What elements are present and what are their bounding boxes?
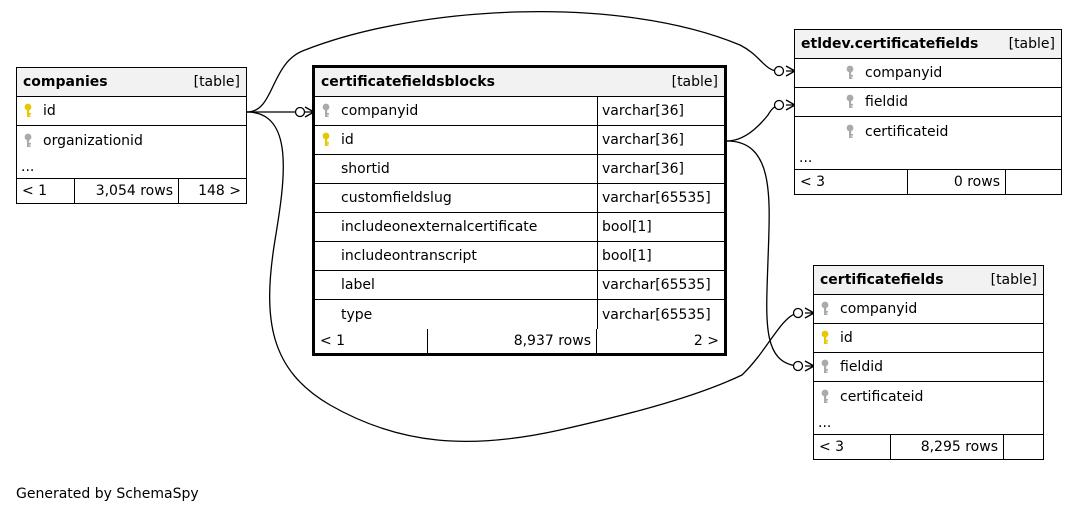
parent-count[interactable]: < 3 [795, 170, 908, 194]
row-count: 8,937 rows [428, 329, 597, 353]
column-name: shortid [341, 161, 390, 177]
column-name: certificateid [865, 123, 949, 140]
child-count[interactable]: 148 > [198, 183, 241, 199]
column-name: id [840, 330, 853, 346]
column-name: includeontranscript [341, 248, 477, 264]
foreign-key-icon [845, 94, 861, 110]
column-name: customfieldslug [341, 190, 452, 206]
column-type: varchar[36] [602, 132, 684, 148]
rel-companies-etldev [246, 11, 779, 113]
column-name: id [43, 103, 56, 119]
table-footer: < 3 8,295 rows [814, 435, 1043, 459]
column-row[interactable]: companyid [814, 295, 1043, 324]
table-header: certificatefieldsblocks [table] [315, 68, 724, 97]
column-name: type [341, 306, 373, 323]
column-row[interactable]: id varchar[36] [315, 126, 724, 155]
column-row[interactable]: certificateid [795, 117, 1061, 146]
primary-key-icon [820, 330, 836, 346]
parent-count[interactable]: < 1 [315, 329, 428, 353]
table-footer: < 1 8,937 rows 2 > [315, 329, 724, 353]
column-type: varchar[65535] [602, 190, 711, 206]
column-row[interactable]: companyid varchar[36] [315, 97, 724, 126]
column-row[interactable]: type varchar[65535] [315, 300, 724, 329]
foreign-key-icon [845, 65, 861, 81]
child-count[interactable] [1006, 170, 1061, 194]
table-type-label: [table] [1008, 36, 1055, 52]
table-header: etldev.certificatefields [table] [795, 30, 1061, 59]
row-count: 8,295 rows [891, 435, 1004, 459]
primary-key-icon [23, 103, 39, 119]
table-type-label: [table] [193, 74, 240, 90]
column-row[interactable]: shortid varchar[36] [315, 155, 724, 184]
column-name: fieldid [865, 94, 908, 110]
child-count[interactable] [1004, 435, 1043, 459]
foreign-key-icon [845, 124, 861, 140]
column-row[interactable]: label varchar[65535] [315, 271, 724, 300]
column-name: label [341, 277, 375, 293]
column-row[interactable]: id [814, 324, 1043, 353]
foreign-key-icon [820, 389, 836, 405]
more-columns-ellipsis: ... [17, 155, 246, 179]
column-type: varchar[36] [602, 161, 684, 177]
rel-companies-cf [246, 111, 798, 443]
column-row[interactable]: includeonexternalcertificate bool[1] [315, 213, 724, 242]
column-name: companyid [341, 103, 419, 119]
foreign-key-icon [321, 103, 337, 119]
rel-cfb-cf [726, 140, 798, 367]
parent-count[interactable]: < 3 [814, 435, 891, 459]
column-row[interactable]: includeontranscript bool[1] [315, 242, 724, 271]
column-row[interactable]: certificateid [814, 382, 1043, 411]
row-count: 3,054 rows [75, 179, 179, 203]
foreign-key-icon [820, 359, 836, 375]
column-row[interactable]: fieldid [795, 88, 1061, 117]
table-header: certificatefields [table] [814, 266, 1043, 295]
column-type: varchar[36] [602, 103, 684, 119]
column-row[interactable]: organizationid [17, 126, 246, 155]
column-name: includeonexternalcertificate [341, 219, 538, 235]
column-type: varchar[65535] [602, 277, 711, 293]
table-header: companies [table] [17, 68, 246, 97]
column-name: certificateid [840, 388, 924, 405]
column-type: varchar[65535] [602, 306, 711, 323]
table-certificatefieldsblocks[interactable]: certificatefieldsblocks [table] companyi… [312, 65, 727, 356]
column-row[interactable]: fieldid [814, 353, 1043, 382]
column-name: companyid [865, 65, 943, 81]
table-companies[interactable]: companies [table] id organizationid ... <… [16, 67, 247, 204]
generated-by-credit: Generated by SchemaSpy [16, 486, 199, 502]
row-count: 0 rows [908, 170, 1006, 194]
foreign-key-icon [23, 133, 39, 149]
table-footer: < 3 0 rows [795, 170, 1061, 194]
column-row[interactable]: companyid [795, 59, 1061, 88]
table-certificatefields[interactable]: certificatefields [table] companyid id fie… [813, 265, 1044, 460]
child-count[interactable]: 2 > [693, 333, 719, 349]
more-columns-ellipsis: ... [795, 146, 1061, 170]
foreign-key-icon [820, 301, 836, 317]
rel-cfb-etldev [726, 105, 779, 142]
column-row[interactable]: customfieldslug varchar[65535] [315, 184, 724, 213]
column-name: companyid [840, 301, 918, 317]
table-type-label: [table] [990, 272, 1037, 288]
column-row[interactable]: id [17, 97, 246, 126]
column-type: bool[1] [602, 219, 652, 235]
column-type: bool[1] [602, 248, 652, 264]
table-footer: < 1 3,054 rows 148 > [17, 179, 246, 203]
table-name: certificatefieldsblocks [321, 74, 495, 90]
table-etldev-certificatefields[interactable]: etldev.certificatefields [table] company… [794, 29, 1062, 195]
parent-count[interactable]: < 1 [17, 179, 75, 203]
column-name: id [341, 132, 354, 148]
column-name: organizationid [43, 132, 143, 149]
primary-key-icon [321, 132, 337, 148]
table-name: certificatefields [820, 272, 944, 288]
column-name: fieldid [840, 359, 883, 375]
table-name: etldev.certificatefields [801, 36, 979, 52]
table-name: companies [23, 74, 108, 90]
table-type-label: [table] [671, 74, 718, 90]
more-columns-ellipsis: ... [814, 411, 1043, 435]
